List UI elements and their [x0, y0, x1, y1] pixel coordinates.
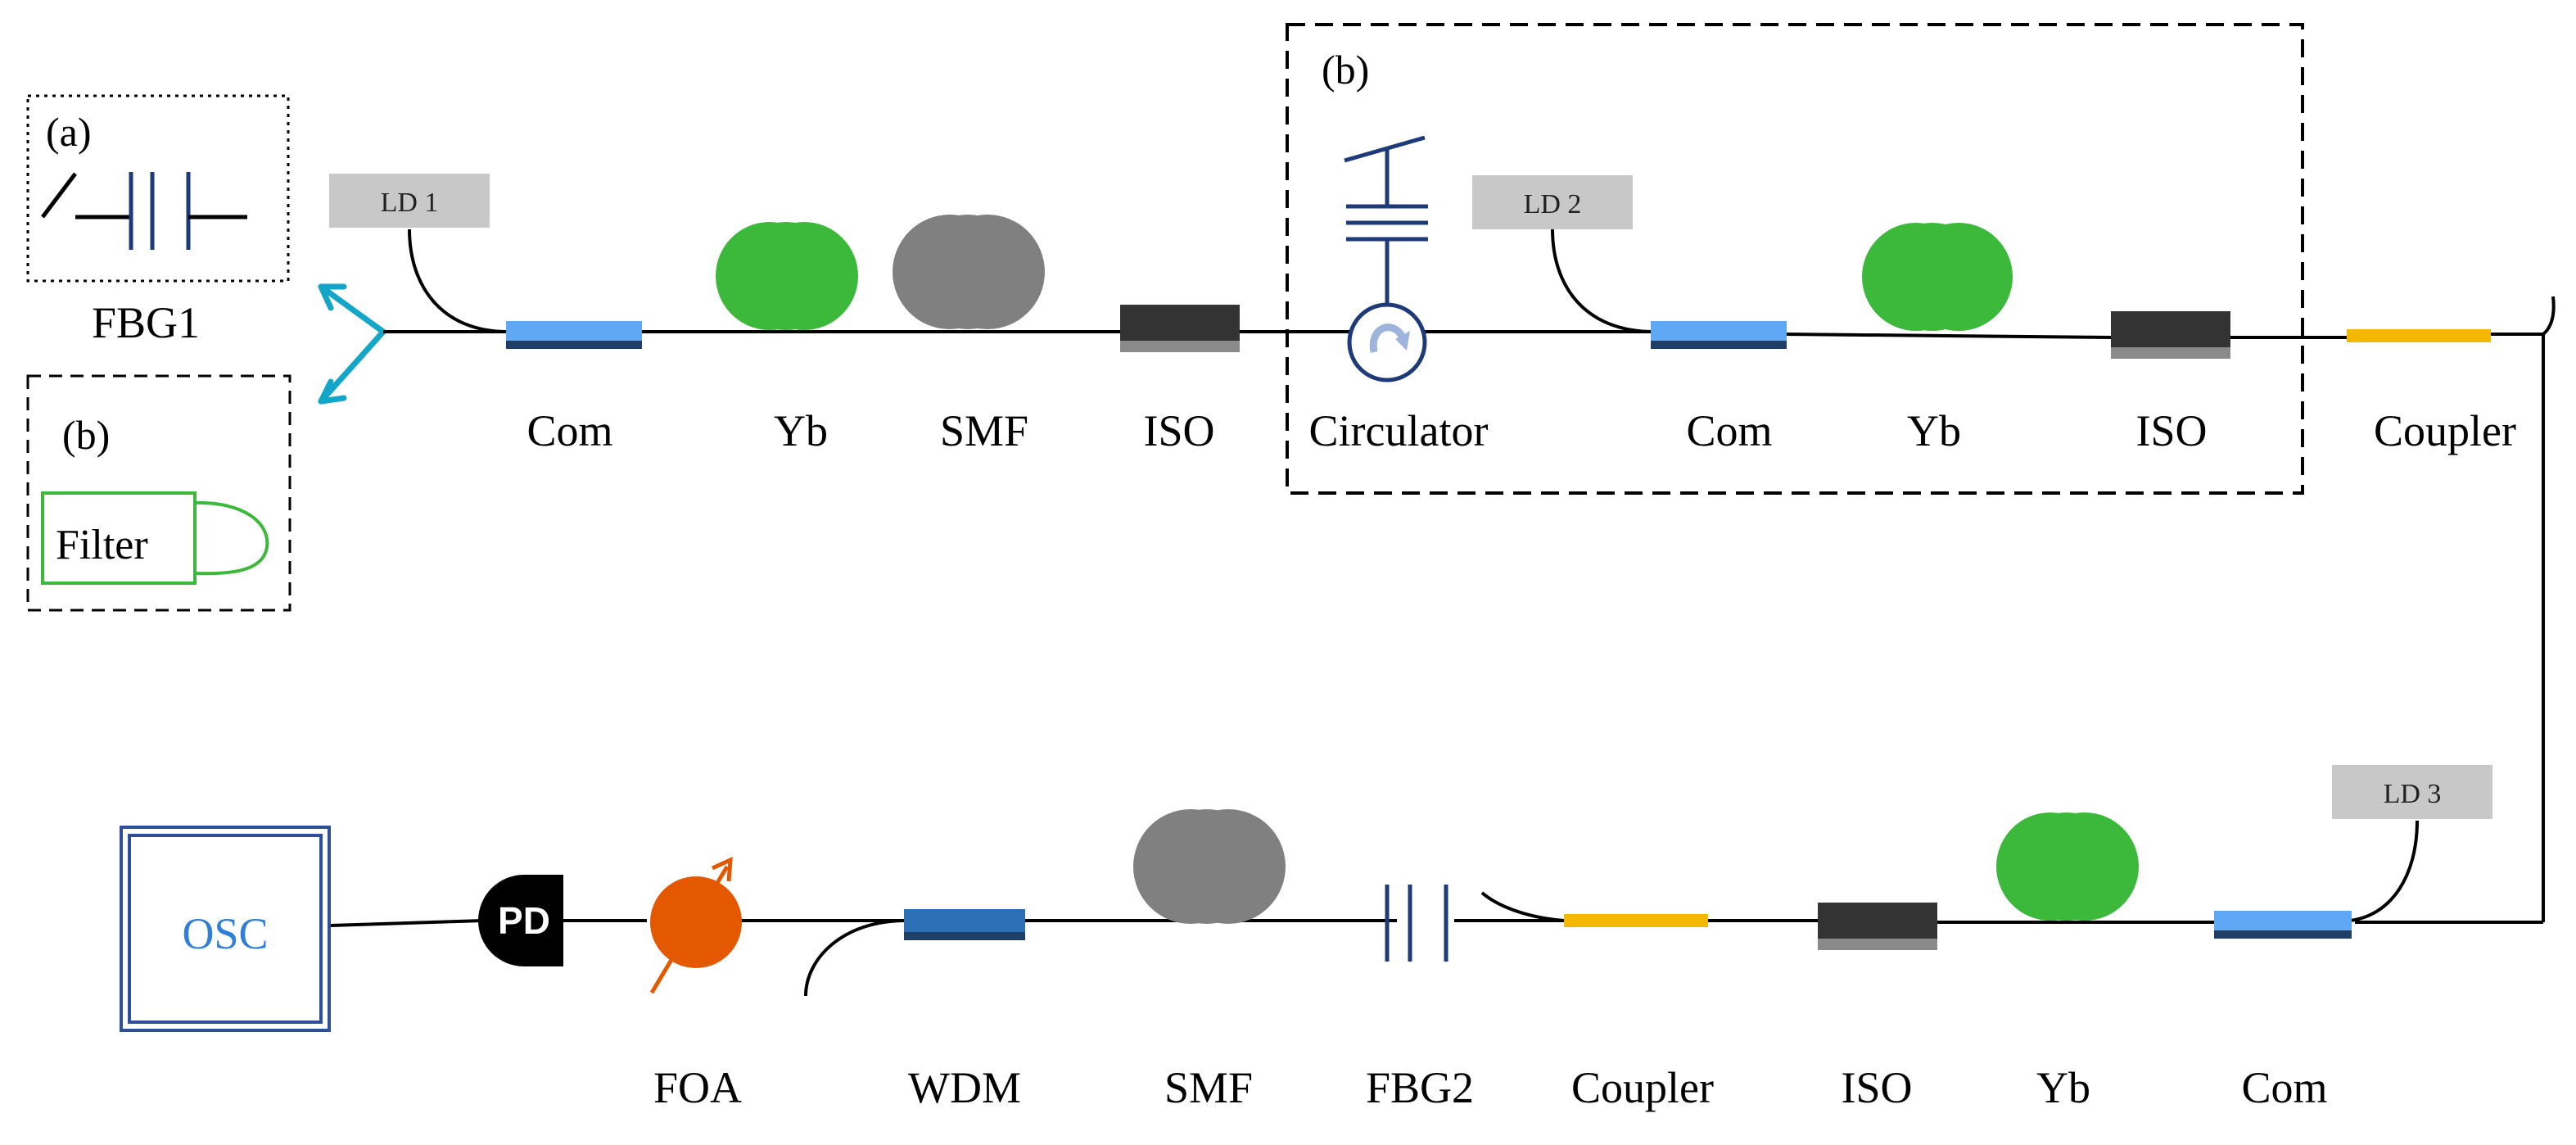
- inset-b-left-border: [26, 374, 291, 612]
- label-iso-1: ISO: [1143, 406, 1214, 455]
- label-coupler-bottom: Coupler: [1571, 1063, 1714, 1112]
- inset-b-filter: (b) Filter: [26, 374, 291, 612]
- osc: OSC: [120, 826, 331, 1032]
- label-com-1: Com: [526, 406, 612, 455]
- label-foa: FOA: [653, 1063, 742, 1112]
- label-yb-1: Yb: [774, 406, 828, 455]
- ld1-label: LD 1: [381, 188, 439, 218]
- label-com-3: Com: [2241, 1063, 2327, 1112]
- fbg-reflector-icon: [1344, 135, 1428, 308]
- filter-fiber-loop: [192, 500, 269, 576]
- label-fbg2: FBG2: [1366, 1063, 1474, 1112]
- combiner-2: [1651, 321, 1787, 349]
- smf-coil-1: [893, 215, 1045, 329]
- filter-box: [41, 491, 197, 585]
- ld1: LD 1: [329, 174, 490, 228]
- label-smf-2: SMF: [1164, 1063, 1253, 1112]
- ld2-label: LD 2: [1524, 189, 1582, 219]
- switch-arrow-icon: [318, 283, 386, 405]
- inset-a-border: [26, 94, 290, 283]
- ld2: LD 2: [1472, 175, 1633, 229]
- ld3-label: LD 3: [2384, 779, 2442, 809]
- inset-b-right-border: [1286, 23, 2304, 495]
- osc-label: OSC: [182, 909, 268, 958]
- fbg2-icon: [1385, 885, 1448, 962]
- coupler-bottom: [1564, 914, 1708, 927]
- label-smf-1: SMF: [940, 406, 1028, 455]
- label-yb-3: Yb: [2036, 1063, 2090, 1112]
- inset-b-left-tag: (b): [62, 412, 110, 458]
- label-coupler-top: Coupler: [2374, 406, 2516, 455]
- fbg-mirror-icon: [41, 172, 247, 250]
- inset-b-right-tag: (b): [1322, 47, 1369, 93]
- label-iso-2: ISO: [2135, 406, 2207, 455]
- isolator-3: [1818, 903, 1937, 950]
- label-com-2: Com: [1686, 406, 1772, 455]
- yb-coil-3: [1996, 812, 2139, 921]
- wdm: [904, 909, 1025, 940]
- top-labels: Com Yb SMF ISO Circulator Com Yb ISO Cou…: [526, 406, 2516, 455]
- inset-a-fbg1: (a) FBG1: [26, 94, 290, 347]
- photodetector: PD: [478, 875, 563, 966]
- yb-coil-1: [716, 222, 858, 332]
- pd-label: PD: [498, 899, 550, 942]
- combiner-1: [506, 321, 642, 349]
- label-circulator: Circulator: [1309, 406, 1489, 455]
- label-wdm: WDM: [908, 1063, 1021, 1112]
- isolator-1: [1120, 305, 1240, 352]
- fbg1-label: FBG1: [92, 298, 200, 347]
- foa-attenuator-icon: [649, 856, 742, 994]
- label-yb-2: Yb: [1907, 406, 1961, 455]
- inset-a-tag: (a): [46, 109, 92, 155]
- coupler-top: [2347, 329, 2491, 342]
- ld3: LD 3: [2332, 765, 2492, 819]
- smf-coil-2: [1133, 809, 1286, 924]
- bottom-labels: FOA WDM SMF FBG2 Coupler ISO Yb Com: [653, 1063, 2328, 1112]
- filter-label: Filter: [56, 522, 148, 568]
- combiner-3: [2214, 911, 2352, 939]
- isolator-2: [2111, 311, 2230, 359]
- label-iso-3: ISO: [1841, 1063, 1912, 1112]
- circulator-icon: [1347, 302, 1427, 382]
- yb-coil-2: [1862, 223, 2013, 331]
